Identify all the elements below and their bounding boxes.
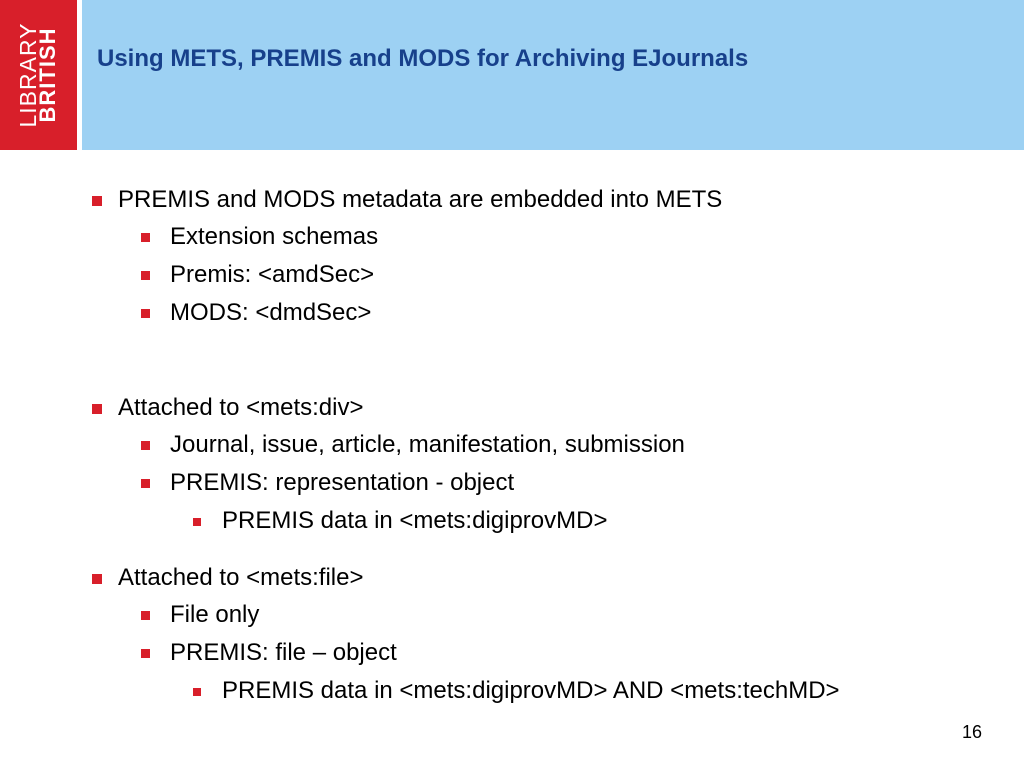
british-library-logo: LIBRARY BRITISH bbox=[0, 0, 77, 150]
bullet-level2: PREMIS: representation - object bbox=[140, 469, 515, 496]
bullet-level2: Extension schemas bbox=[140, 223, 379, 250]
bullet-level2: Premis: <amdSec> bbox=[140, 261, 375, 288]
bullet-level2: File only bbox=[140, 601, 260, 628]
logo-line-british: BRITISH bbox=[35, 27, 60, 123]
logo-text: LIBRARY BRITISH bbox=[15, 0, 60, 150]
page-number: 16 bbox=[961, 722, 982, 742]
bullet-level3: PREMIS data in <mets:digiprovMD> AND <me… bbox=[193, 677, 840, 704]
bullet-level1: Attached to <mets:file> bbox=[91, 564, 364, 591]
header-band bbox=[0, 0, 1024, 150]
logo-divider bbox=[77, 0, 82, 150]
bullet-level2: PREMIS: file – object bbox=[141, 639, 397, 666]
bullet-level2: MODS: <dmdSec> bbox=[140, 299, 372, 326]
bullet-level2: Journal, issue, article, manifestation, … bbox=[141, 431, 685, 458]
bullet-level1: Attached to <mets:div> bbox=[91, 394, 364, 421]
bullet-level1: PREMIS and MODS metadata are embedded in… bbox=[91, 186, 723, 213]
slide-title: Using METS, PREMIS and MODS for Archivin… bbox=[97, 45, 749, 72]
bullet-level3: PREMIS data in <mets:digiprovMD> bbox=[193, 507, 608, 534]
